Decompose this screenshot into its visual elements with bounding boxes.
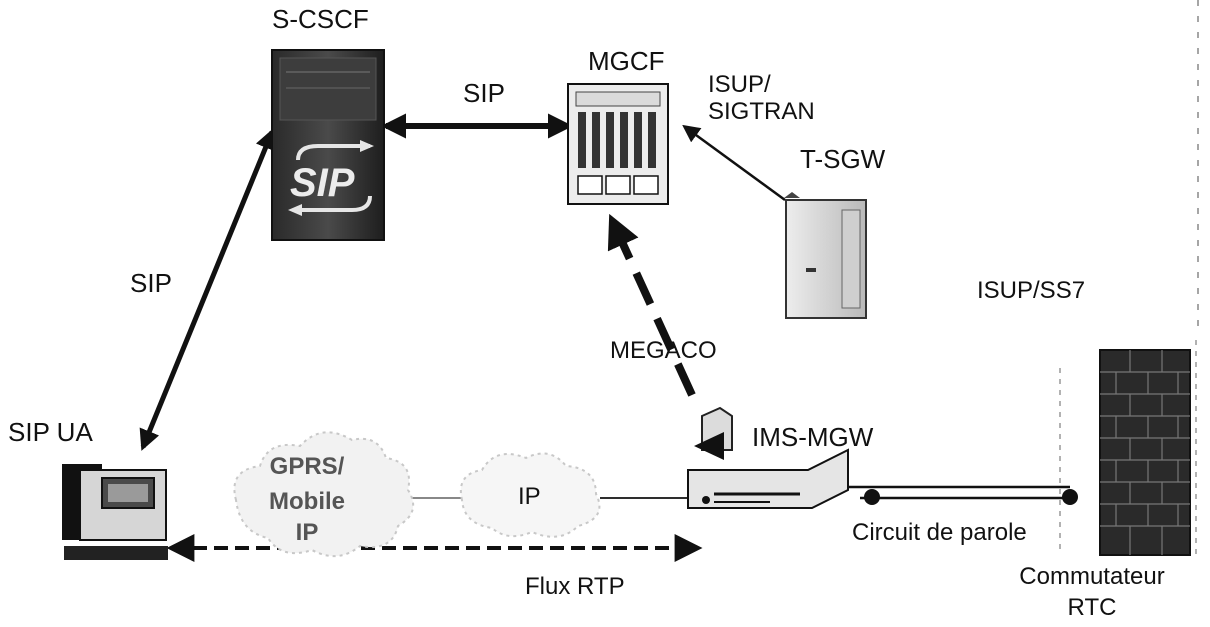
- sip-logo-text: SIP: [290, 161, 355, 205]
- gprs-cloud-icon: [233, 431, 415, 557]
- tsgw-label: T-SGW: [800, 144, 886, 174]
- pstn-switch-label-line2: RTC: [1067, 594, 1117, 622]
- circuit-endpoint-right: [1062, 489, 1078, 505]
- gprs-cloud-line2: Mobile: [269, 488, 345, 516]
- pstn-switch-label: Commutateur RTC: [1002, 563, 1182, 622]
- link-ua-scscf: [139, 128, 276, 451]
- voice-circuit-label: Circuit de parole: [852, 519, 1027, 546]
- link-tsgw-mgcf-label: ISUP/ SIGTRAN: [708, 71, 815, 126]
- isup-ss7-label: ISUP/SS7: [977, 277, 1086, 304]
- ims-mgw-label: IMS-MGW: [752, 422, 874, 452]
- pstn-switch-icon: [1059, 340, 1197, 560]
- link-mgw-mgcf: [607, 213, 696, 397]
- ims-mgw-gateway-icon: [687, 406, 849, 509]
- gprs-cloud-line1: GPRS/: [269, 453, 345, 480]
- sip-phone-icon: [62, 464, 168, 560]
- sip-ua-label: SIP UA: [8, 417, 93, 447]
- link-scscf-mgcf-label: SIP: [463, 78, 505, 108]
- pstn-switch-label-line1: Commutateur: [1019, 563, 1165, 590]
- link-tsgw-mgcf: [682, 124, 786, 202]
- link-mgw-mgcf-label: MEGACO: [610, 337, 717, 364]
- scscf-server-icon: [271, 49, 385, 241]
- circuit-endpoint-left: [864, 489, 880, 505]
- ip-cloud-icon: [460, 452, 601, 538]
- gprs-cloud-label: GPRS/ Mobile IP: [252, 454, 362, 546]
- ip-cloud-label: IP: [518, 483, 541, 510]
- gprs-cloud-line3: IP: [295, 519, 319, 547]
- mgcf-server-icon: [567, 83, 669, 205]
- rtp-flow-label: Flux RTP: [525, 573, 625, 600]
- link-tsgw-mgcf-line1: ISUP/: [708, 71, 771, 98]
- link-ua-scscf-label: SIP: [130, 268, 172, 298]
- tsgw-server-icon: [784, 192, 867, 319]
- scscf-label: S-CSCF: [272, 4, 369, 34]
- link-tsgw-mgcf-line2: SIGTRAN: [708, 98, 815, 126]
- mgcf-label: MGCF: [588, 46, 665, 76]
